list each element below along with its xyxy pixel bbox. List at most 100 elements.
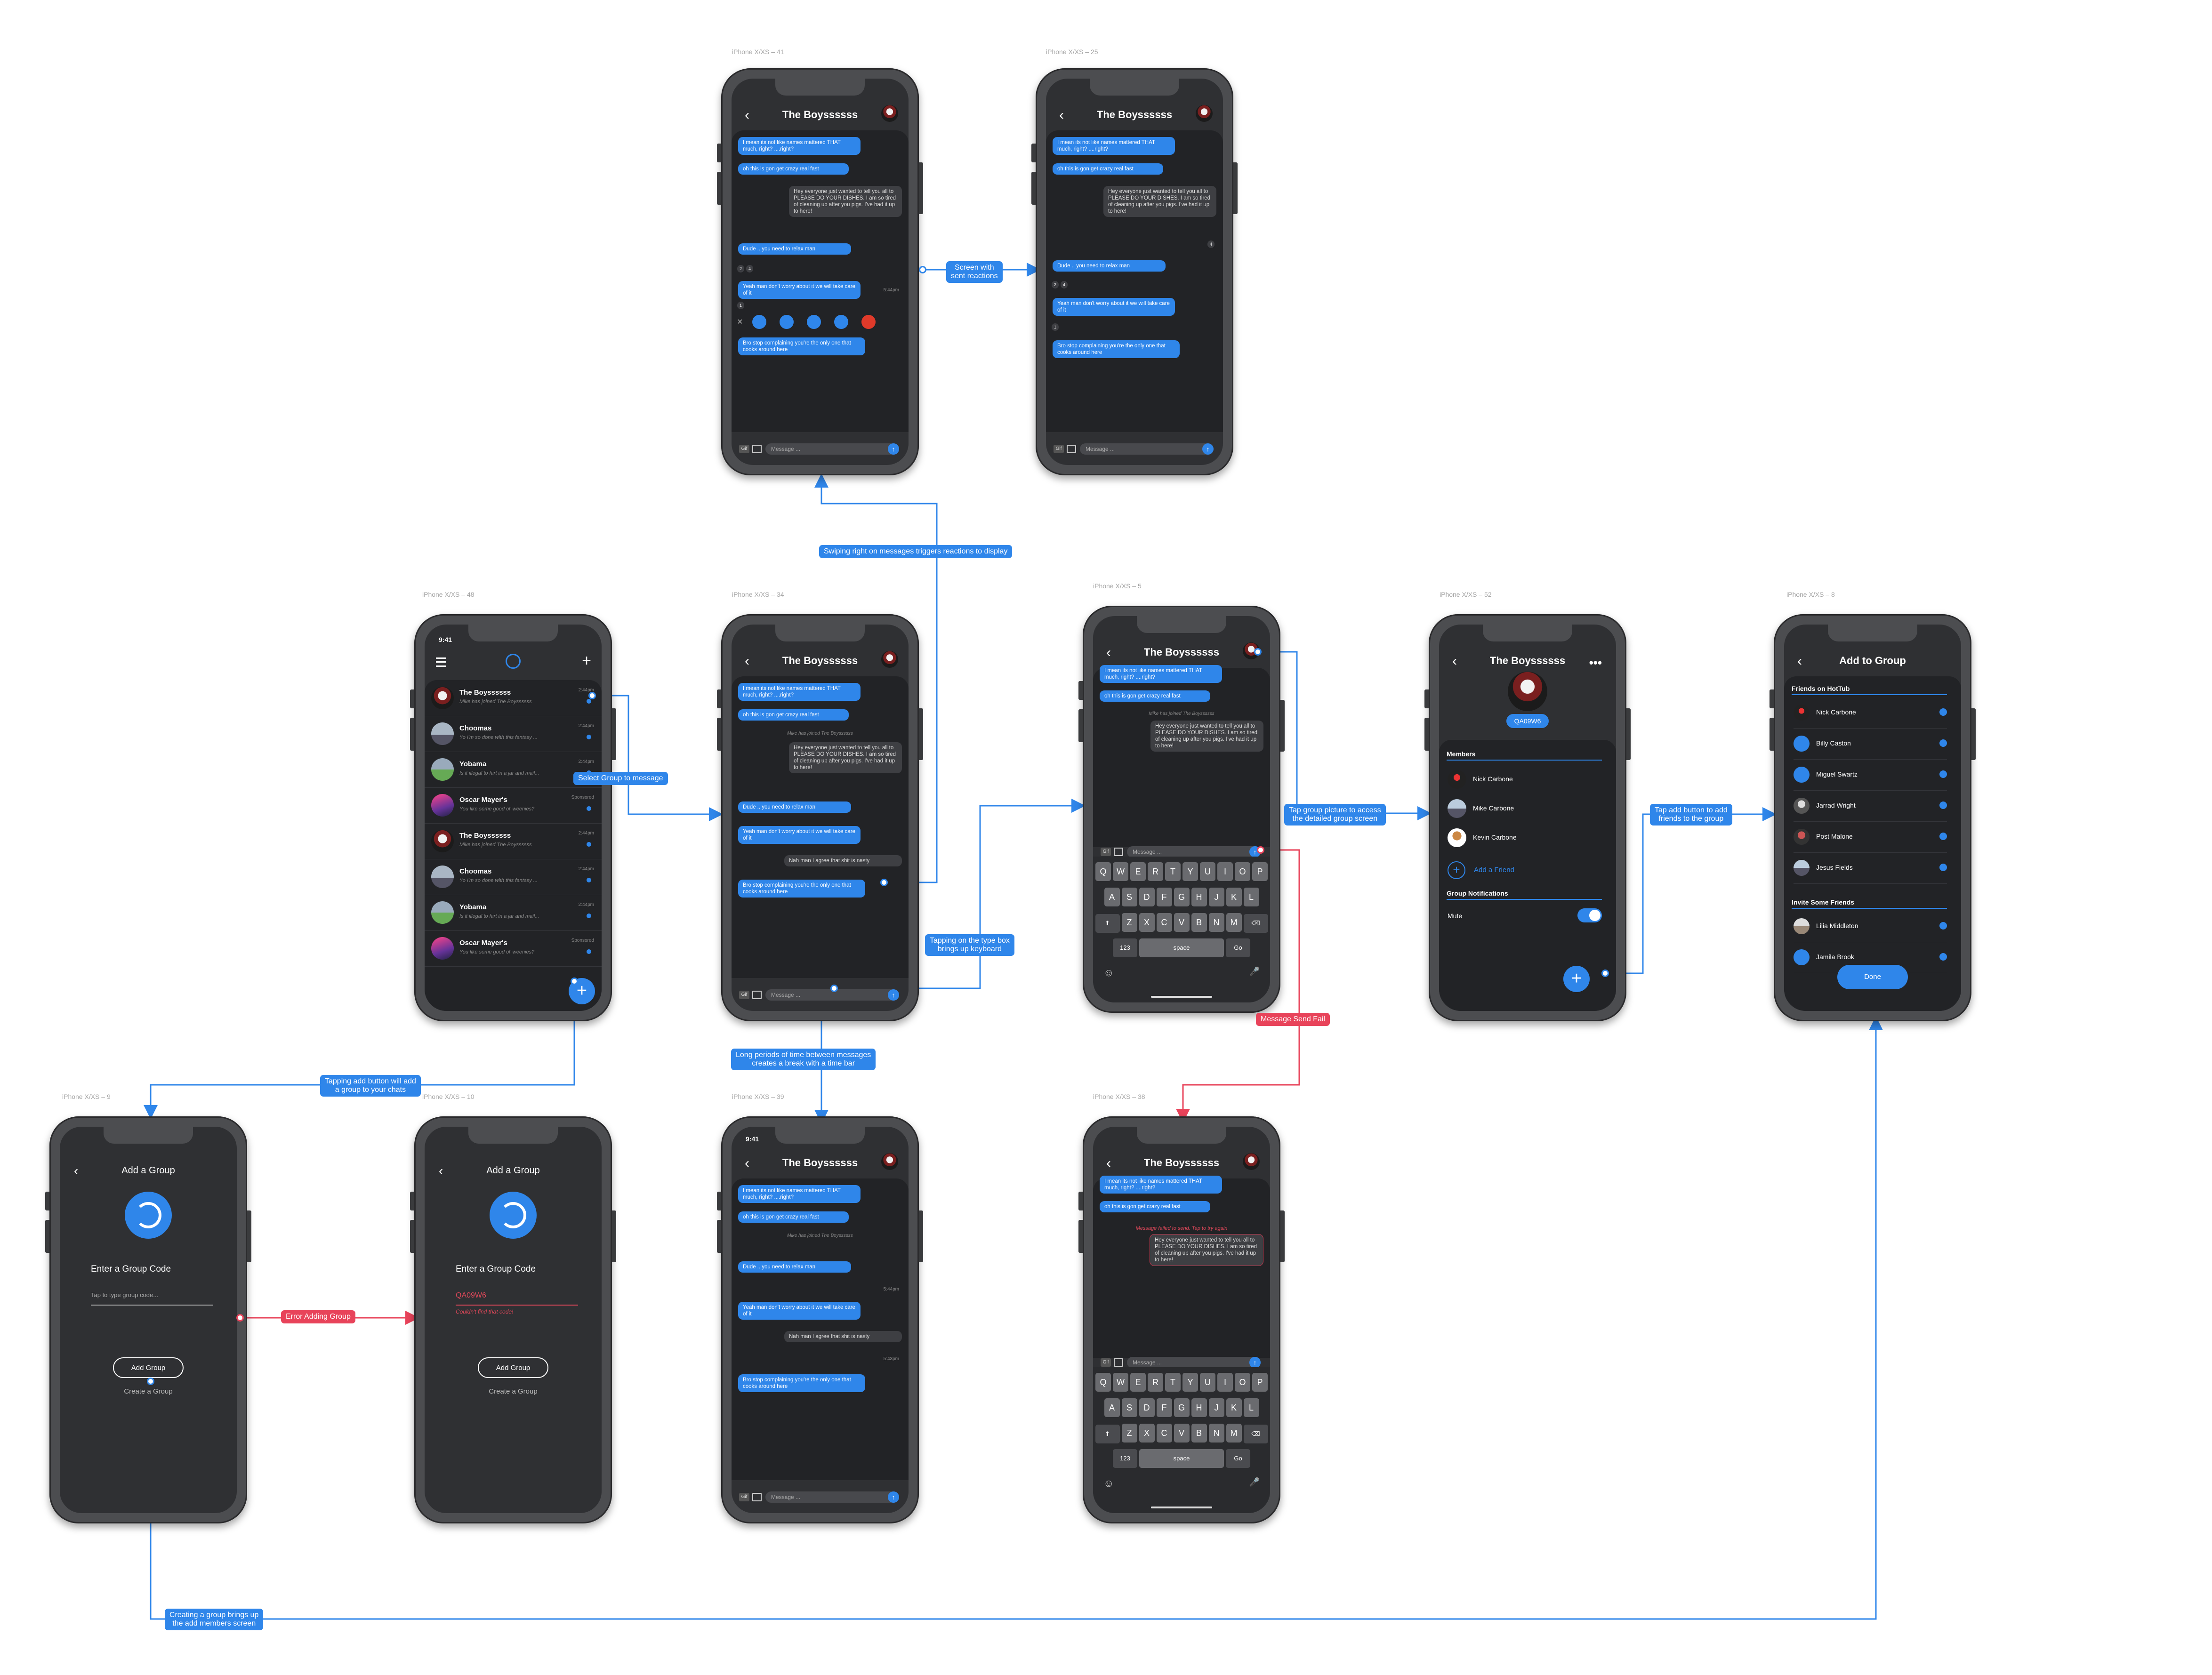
message-input[interactable]: Message ... — [1127, 1357, 1261, 1368]
message-bubble[interactable]: oh this is gon get crazy real fast — [1100, 1201, 1210, 1212]
back-icon[interactable]: ‹ — [74, 1163, 79, 1178]
message-bubble[interactable]: Bro stop complaining you're the only one… — [738, 880, 865, 898]
key-f[interactable]: F — [1156, 888, 1172, 906]
reaction-badge[interactable]: 1 — [1052, 323, 1059, 331]
microphone-icon[interactable]: 🎤 — [1249, 967, 1260, 976]
key-y[interactable]: Y — [1182, 862, 1198, 881]
add-group-button[interactable]: Add Group — [113, 1357, 184, 1378]
key-g[interactable]: G — [1174, 1398, 1190, 1417]
key-h[interactable]: H — [1191, 888, 1207, 906]
reaction-badge[interactable]: 2 — [1052, 281, 1059, 289]
message-input[interactable]: Message ... — [765, 1491, 899, 1503]
gif-button[interactable]: Gif — [1101, 848, 1111, 856]
microphone-icon[interactable]: 🎤 — [1249, 1477, 1260, 1487]
key-n[interactable]: N — [1208, 1424, 1224, 1443]
reaction-badge[interactable]: 1 — [737, 302, 745, 309]
key-r[interactable]: R — [1148, 862, 1163, 881]
group-avatar[interactable] — [881, 1153, 898, 1170]
key-n[interactable]: N — [1208, 913, 1224, 932]
message-bubble[interactable]: I mean its not like names mattered THAT … — [1100, 1176, 1222, 1194]
message-bubble[interactable]: Yeah man don't worry about it we will ta… — [738, 281, 861, 299]
send-fail-text[interactable]: Message failed to send. Tap to try again — [1135, 1226, 1228, 1231]
key-t[interactable]: T — [1165, 1373, 1181, 1392]
key-d[interactable]: D — [1139, 1398, 1155, 1417]
gif-button[interactable]: Gif — [739, 991, 749, 999]
message-bubble[interactable]: oh this is gon get crazy real fast — [1100, 690, 1210, 702]
go-key[interactable]: Go — [1226, 938, 1250, 957]
send-icon[interactable]: ↑ — [888, 1491, 899, 1503]
select-friend-icon[interactable] — [1939, 708, 1947, 716]
message-bubble[interactable]: Hey everyone just wanted to tell you all… — [789, 186, 902, 217]
key-o[interactable]: O — [1235, 862, 1250, 881]
reaction-badge[interactable]: 4 — [1207, 240, 1215, 248]
key-k[interactable]: K — [1226, 1398, 1242, 1417]
friend-row[interactable]: Miguel Swartz — [1794, 760, 1947, 791]
image-icon[interactable] — [1067, 445, 1076, 453]
key-z[interactable]: Z — [1121, 913, 1137, 932]
key-j[interactable]: J — [1208, 888, 1224, 906]
close-icon[interactable]: × — [737, 317, 743, 327]
key-g[interactable]: G — [1174, 888, 1190, 906]
message-bubble[interactable]: Nah man I agree that shit is nasty — [784, 855, 902, 866]
key-q[interactable]: Q — [1095, 1373, 1111, 1392]
key-d[interactable]: D — [1139, 888, 1155, 906]
shift-key[interactable]: ⬆ — [1095, 914, 1120, 933]
select-invite-icon[interactable] — [1939, 922, 1947, 930]
message-bubble[interactable]: Yeah man don't worry about it we will ta… — [1053, 298, 1175, 316]
group-avatar[interactable] — [1243, 1153, 1260, 1170]
key-w[interactable]: W — [1113, 1373, 1128, 1392]
key-a[interactable]: A — [1104, 1398, 1120, 1417]
message-input[interactable]: Message ... — [1080, 443, 1214, 455]
key-z[interactable]: Z — [1121, 1424, 1137, 1443]
key-e[interactable]: E — [1130, 862, 1146, 881]
message-bubble[interactable]: Bro stop complaining you're the only one… — [1053, 340, 1180, 358]
space-key[interactable]: space — [1139, 938, 1224, 957]
group-avatar[interactable] — [881, 105, 898, 122]
select-invite-icon[interactable] — [1939, 953, 1947, 961]
message-bubble[interactable]: Yeah man don't worry about it we will ta… — [738, 826, 861, 844]
back-icon[interactable]: ‹ — [745, 107, 749, 123]
angry-reaction-icon[interactable] — [861, 315, 876, 329]
invite-row[interactable]: Lilia Middleton — [1794, 912, 1947, 942]
space-key[interactable]: space — [1139, 1449, 1224, 1468]
key-m[interactable]: M — [1226, 913, 1242, 932]
delete-key[interactable]: ⌫ — [1243, 1425, 1268, 1443]
gif-button[interactable]: Gif — [739, 445, 749, 453]
back-icon[interactable]: ‹ — [1797, 653, 1802, 669]
message-bubble[interactable]: Nah man I agree that shit is nasty — [784, 1331, 902, 1342]
key-m[interactable]: M — [1226, 1424, 1242, 1443]
key-t[interactable]: T — [1165, 862, 1181, 881]
message-bubble[interactable]: Dude .. you need to relax man — [738, 1261, 851, 1273]
key-u[interactable]: U — [1200, 1373, 1215, 1392]
key-p[interactable]: P — [1252, 1373, 1268, 1392]
message-bubble[interactable]: Bro stop complaining you're the only one… — [738, 1374, 865, 1392]
add-icon[interactable]: + — [582, 652, 591, 670]
group-avatar[interactable] — [881, 651, 898, 668]
emoji-icon[interactable]: ☺ — [1103, 1477, 1114, 1489]
message-bubble[interactable]: oh this is gon get crazy real fast — [1053, 163, 1163, 175]
key-v[interactable]: V — [1174, 913, 1190, 932]
members-header[interactable]: Members — [1447, 750, 1602, 761]
friend-row[interactable]: Jarrad Wright — [1794, 791, 1947, 822]
like-reaction-icon[interactable] — [752, 315, 766, 329]
back-icon[interactable]: ‹ — [1106, 645, 1111, 660]
message-bubble[interactable]: I mean its not like names mattered THAT … — [1053, 137, 1175, 155]
group-code-input[interactable]: Tap to type group code... — [91, 1291, 213, 1306]
message-bubble[interactable]: oh this is gon get crazy real fast — [738, 163, 849, 175]
add-friend-link[interactable]: Add a Friend — [1474, 866, 1514, 874]
message-bubble[interactable]: I mean its not like names mattered THAT … — [738, 137, 861, 155]
key-c[interactable]: C — [1156, 1424, 1172, 1443]
add-group-button[interactable]: Add Group — [478, 1357, 548, 1378]
create-group-link[interactable]: Create a Group — [489, 1387, 538, 1395]
image-icon[interactable] — [752, 445, 762, 453]
member-name[interactable]: Nick Carbone — [1473, 775, 1513, 783]
group-code-badge[interactable]: QA09W6 — [1506, 714, 1549, 728]
sad-reaction-icon[interactable] — [834, 315, 848, 329]
message-bubble[interactable]: oh this is gon get crazy real fast — [738, 1211, 849, 1223]
mute-toggle[interactable] — [1577, 908, 1602, 922]
send-icon[interactable]: ↑ — [1202, 443, 1214, 455]
group-code-input[interactable]: QA09W6 — [456, 1291, 578, 1306]
